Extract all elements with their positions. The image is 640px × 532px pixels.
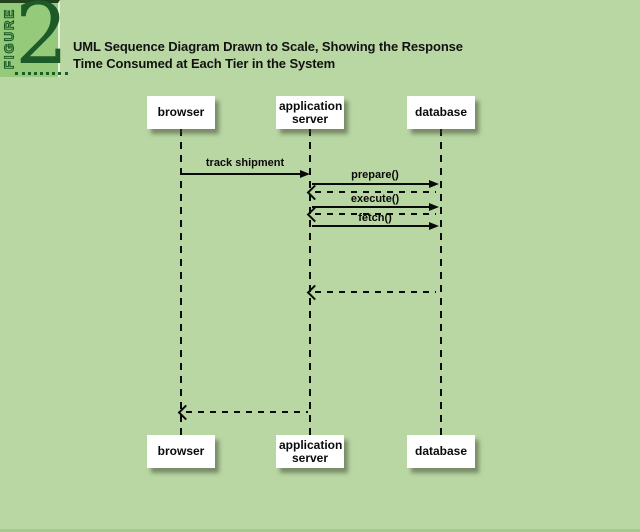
message-label-prepare: prepare() [351,169,399,181]
lifeline-application-server [309,129,311,435]
message-line-fetch [312,225,429,227]
page-bottom-edge [0,529,640,532]
actor-label-browser-top: browser [157,105,205,119]
arrowhead-execute [429,203,439,211]
actor-label-browser-bottom: browser [157,444,205,458]
actor-label-database-top: database [414,105,468,119]
arrowhead-prepare [429,180,439,188]
return-line-fetch [315,291,436,293]
figure-caption-line1: UML Sequence Diagram Drawn to Scale, Sho… [73,39,463,54]
actor-label-database-bottom: database [414,444,468,458]
arrowhead-track-shipment [300,170,310,178]
lifeline-database [440,129,442,435]
actor-box-browser-bottom: browser [147,435,215,468]
message-line-track-shipment [181,173,301,175]
message-label-track-shipment: track shipment [205,157,285,169]
return-line-execute [315,213,436,215]
actor-box-database-bottom: database [407,435,475,468]
actor-label-application-server-bottom: application server [279,437,343,465]
message-line-execute [312,206,429,208]
message-line-prepare [312,183,429,185]
actor-box-database-top: database [407,96,475,129]
actor-box-browser-top: browser [147,96,215,129]
actor-box-application-server-bottom: application server [276,435,344,468]
message-label-execute: execute() [350,193,400,205]
figure-badge: FIGURE 2 [0,0,69,77]
arrowhead-fetch [429,222,439,230]
actor-label-application-server-top: application server [279,98,343,126]
message-label-fetch: fetch() [358,212,392,224]
lifeline-browser [180,129,182,435]
actor-box-application-server-top: application server [276,96,344,129]
figure-caption-line2: Time Consumed at Each Tier in the System [73,56,336,71]
figure-badge-number: 2 [15,0,69,76]
return-line-track-shipment [186,411,308,413]
return-line-prepare [315,191,436,193]
figure-caption: UML Sequence Diagram Drawn to Scale, Sho… [73,38,463,72]
